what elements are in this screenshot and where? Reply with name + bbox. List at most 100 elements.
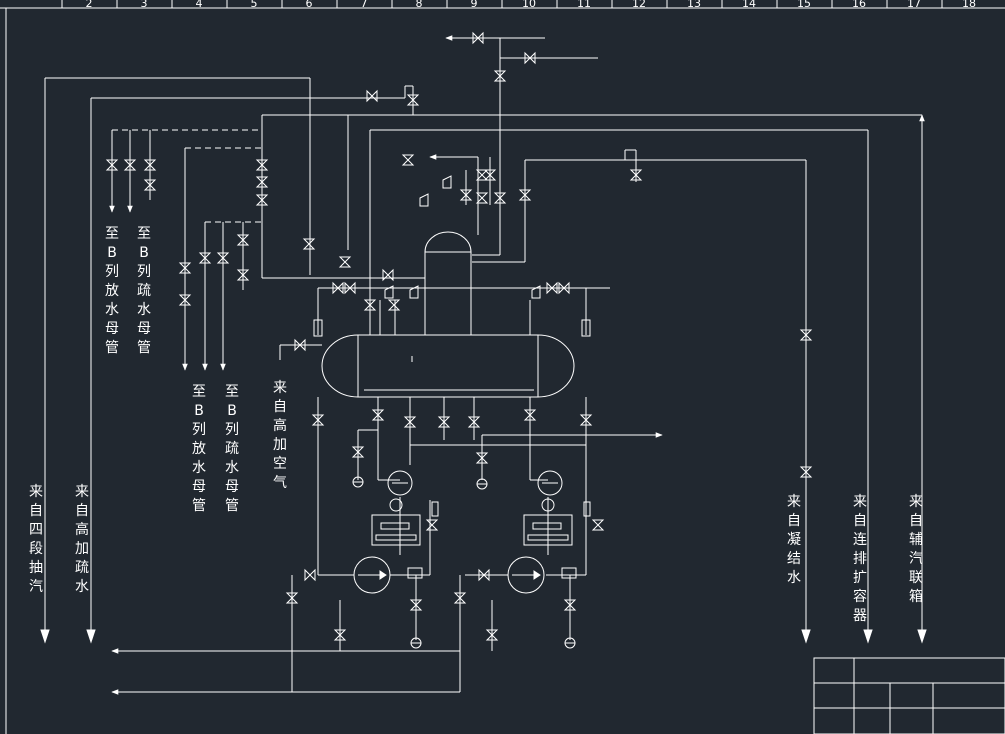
label-text: 来自四段抽汽	[29, 484, 43, 595]
valve-icon	[143, 179, 157, 191]
valve-icon	[475, 169, 489, 181]
label-text: 来自凝结水	[787, 494, 801, 586]
deaerator-tank	[321, 334, 575, 398]
valve-icon	[579, 414, 593, 426]
valve-icon	[591, 519, 605, 531]
valve-icon	[366, 89, 378, 103]
valve-icon	[409, 599, 423, 611]
safety-valves	[384, 175, 541, 299]
label-from-cont-blowdown: 来自连排扩容器	[853, 494, 867, 624]
pump-b	[507, 470, 591, 594]
valve-icon	[178, 262, 192, 274]
ruler-number: 17	[907, 0, 921, 10]
drain-branches	[109, 115, 425, 371]
label-text: 来自辅汽联箱	[909, 494, 923, 605]
valve-icon	[351, 446, 365, 458]
label-from-hp-heater-drain: 来自高加疏水	[75, 484, 89, 595]
ruler-number: 11	[577, 0, 591, 10]
valve-icon	[216, 252, 230, 264]
valve-icon	[294, 338, 306, 352]
valve-icon	[311, 414, 325, 426]
ruler-number: 9	[471, 0, 478, 10]
valve-icon	[493, 70, 507, 82]
ruler-number: 15	[797, 0, 811, 10]
valve-icon	[558, 281, 570, 295]
header-lines	[40, 77, 927, 644]
ruler-number: 18	[962, 0, 976, 10]
valve-icon	[478, 568, 490, 582]
valve-icon	[285, 592, 299, 604]
valve-icon	[338, 256, 352, 268]
label-from-stage4-extraction: 来自四段抽汽	[29, 484, 43, 595]
valve-group	[105, 31, 813, 641]
pump-a	[353, 470, 439, 594]
valve-icon	[406, 94, 420, 106]
deaerator-head	[424, 231, 472, 335]
pump-lines	[111, 397, 663, 695]
valve-icon	[563, 599, 577, 611]
label-text: 来自高加空气	[273, 380, 287, 491]
label-from-aux-steam: 来自辅汽联箱	[909, 494, 923, 605]
valve-icon	[123, 159, 137, 171]
ruler-number: 3	[141, 0, 148, 10]
valve-icon	[344, 281, 356, 295]
ruler-number: 13	[687, 0, 701, 10]
valve-icon	[425, 519, 439, 531]
ruler-number: 16	[852, 0, 866, 10]
valve-icon	[371, 409, 385, 421]
valve-icon	[467, 416, 481, 428]
valve-icon	[387, 299, 401, 311]
valve-icon	[401, 154, 415, 166]
valve-icon	[178, 294, 192, 306]
ruler-number: 14	[742, 0, 756, 10]
top-vent-lines	[429, 35, 806, 263]
title-block	[813, 657, 1005, 734]
label-from-hp-heater-air: 来自高加空气	[273, 380, 287, 491]
ruler-number: 2	[86, 0, 93, 10]
valve-icon	[524, 51, 536, 65]
valve-icon	[799, 466, 813, 478]
label-text: 来自连排扩容器	[853, 494, 867, 624]
valve-icon	[629, 169, 643, 181]
valve-icon	[236, 234, 250, 246]
valve-icon	[105, 159, 119, 171]
valve-icon	[523, 409, 537, 421]
valve-icon	[255, 194, 269, 206]
tank-connections	[279, 287, 610, 360]
valve-icon	[332, 281, 344, 295]
valve-icon	[546, 281, 558, 295]
valve-icon	[302, 238, 316, 250]
label-from-condensate: 来自凝结水	[787, 494, 801, 586]
valve-icon	[403, 416, 417, 428]
ruler-number: 4	[196, 0, 203, 10]
ruler-number: 6	[306, 0, 313, 10]
valve-icon	[333, 629, 347, 641]
ruler-number: 8	[416, 0, 423, 10]
valve-icon	[799, 329, 813, 341]
label-text: 来自高加疏水	[75, 484, 89, 595]
ruler-number: 5	[251, 0, 258, 10]
valve-icon	[198, 252, 212, 264]
drain-points	[352, 476, 576, 649]
ruler-number: 12	[632, 0, 646, 10]
ruler-number: 7	[361, 0, 368, 10]
valve-icon	[475, 192, 489, 204]
valve-icon	[143, 159, 157, 171]
valve-icon	[472, 31, 484, 45]
valve-icon	[255, 176, 269, 188]
valve-icon	[493, 192, 507, 204]
valve-icon	[363, 299, 377, 311]
valve-icon	[485, 629, 499, 641]
valve-icon	[483, 169, 497, 181]
valve-icon	[437, 416, 451, 428]
ruler-number: 10	[522, 0, 536, 10]
